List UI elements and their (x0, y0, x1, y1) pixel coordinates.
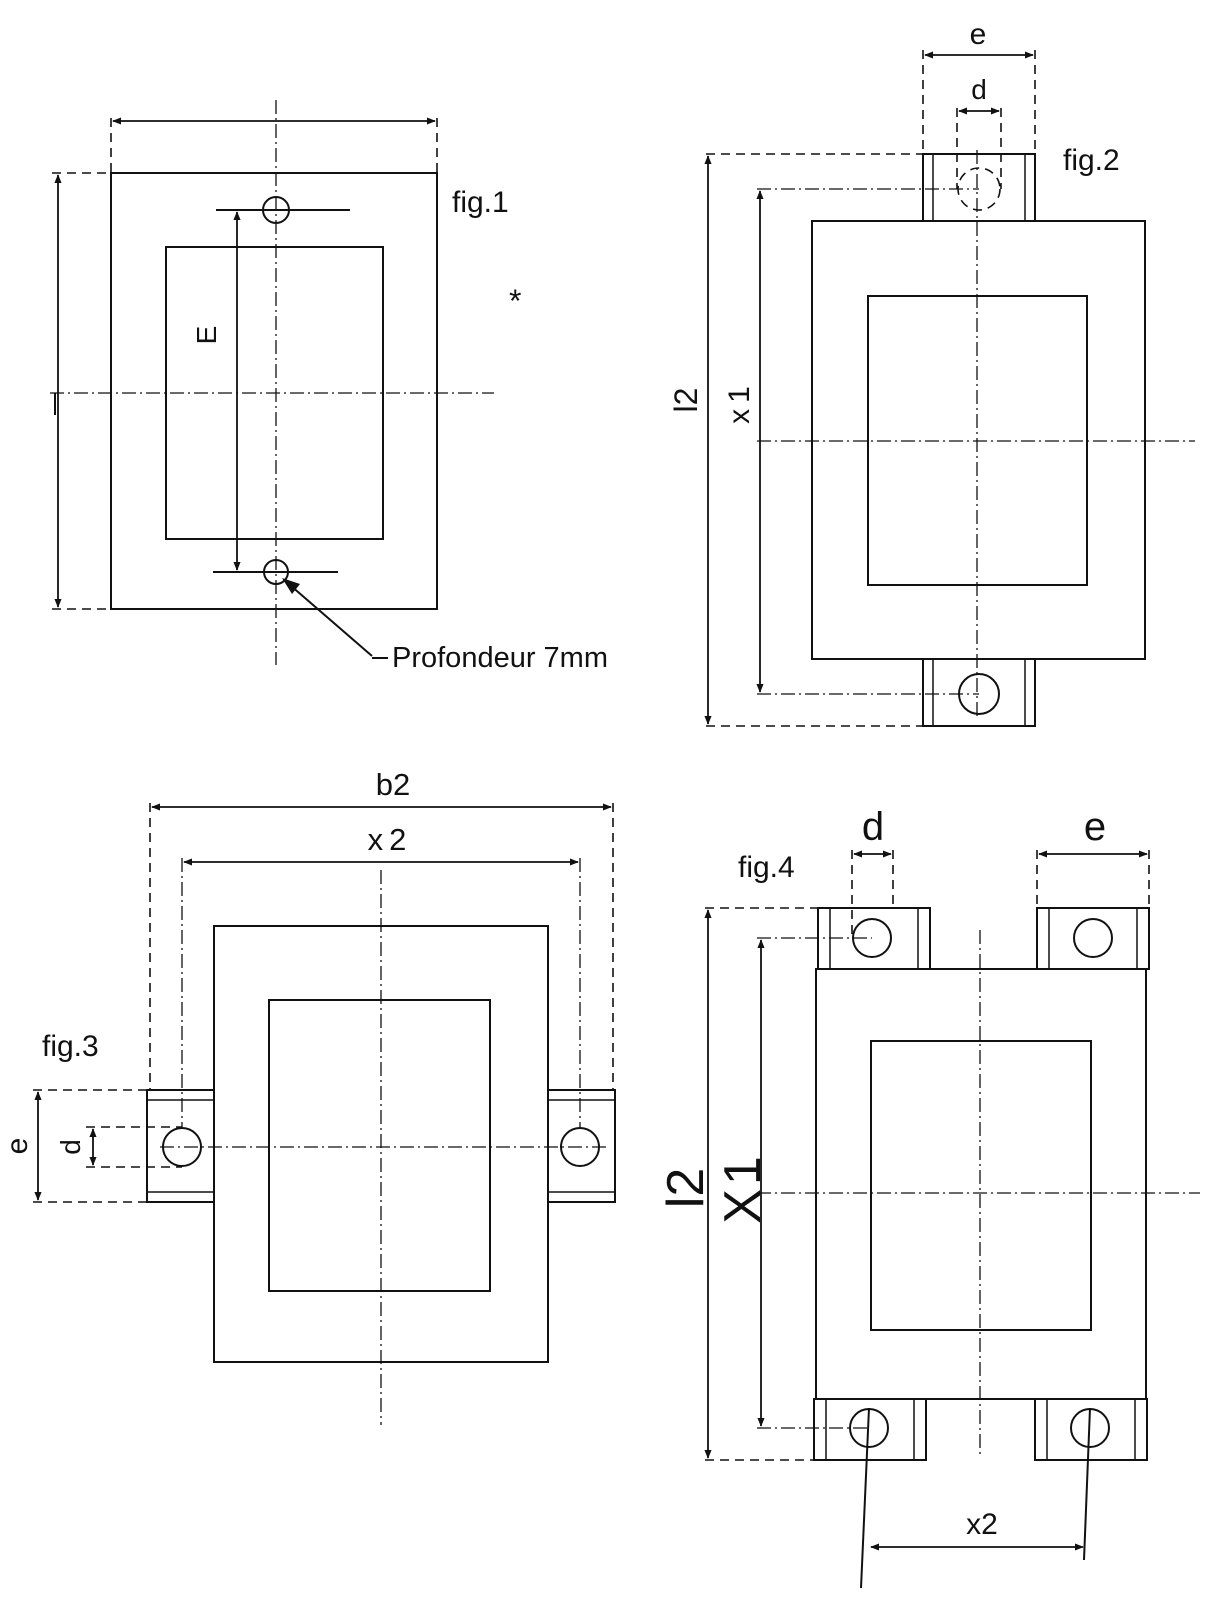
fig3-e-label: e (1, 1138, 34, 1155)
fig4-d-label: d (862, 805, 884, 849)
fig4-x1-label: X1 (714, 1152, 772, 1224)
fig4-label: fig.4 (738, 851, 795, 884)
fig1-label: fig.1 (452, 186, 509, 219)
fig2-x1-label: x1 (723, 380, 756, 424)
fig2-e-label: e (970, 18, 987, 51)
fig3-window (268, 999, 491, 1292)
fig3-x2-label: x2 (368, 822, 413, 857)
fig4-top-right-hole (1073, 918, 1113, 958)
figure-2: e d l2 x1 fig.2 (668, 18, 1195, 727)
fig1-asterisk: * (509, 283, 521, 319)
fig4-e-label: e (1084, 805, 1106, 849)
fig3-b2-label: b2 (376, 767, 410, 802)
fig2-d-label: d (971, 74, 987, 105)
fig4-x2-label: x2 (966, 1508, 998, 1541)
fig1-depth-arrowhead (282, 578, 300, 594)
figure-3: b2 x2 e d fig.3 (1, 767, 616, 1425)
fig4-bottom-left-bracket (813, 1398, 927, 1461)
fig4-l2-label: l2 (657, 1168, 715, 1208)
fig2-top-bracket (922, 153, 1036, 222)
fig3-left-bracket (146, 1089, 215, 1203)
fig4-window (870, 1040, 1092, 1331)
fig3-right-bracket (547, 1089, 616, 1203)
fig4-x2-ext-right (1083, 1407, 1091, 1561)
fig1-E-label: E (191, 326, 222, 345)
fig1-outer-frame (110, 172, 438, 610)
fig2-outer-frame (811, 220, 1146, 660)
fig3-label: fig.3 (42, 1030, 99, 1063)
fig4-outer-frame (815, 968, 1147, 1400)
figure-4: d e l2 X1 x2 fig.4 (657, 805, 1200, 1589)
fig3-d-label: d (55, 1139, 86, 1155)
fig2-label: fig.2 (1063, 144, 1120, 177)
fig2-bottom-bracket (922, 658, 1036, 727)
fig1-depth-note: Profondeur 7mm (392, 642, 608, 674)
fig4-x2-ext-left (860, 1407, 870, 1589)
figure-1: E Profondeur 7mm fig.1 * (50, 100, 608, 674)
fig1-depth-leader (289, 584, 373, 657)
fig2-l2-label: l2 (668, 388, 704, 413)
fig4-top-right-bracket (1036, 907, 1150, 970)
fig4-bottom-right-bracket (1034, 1398, 1148, 1461)
